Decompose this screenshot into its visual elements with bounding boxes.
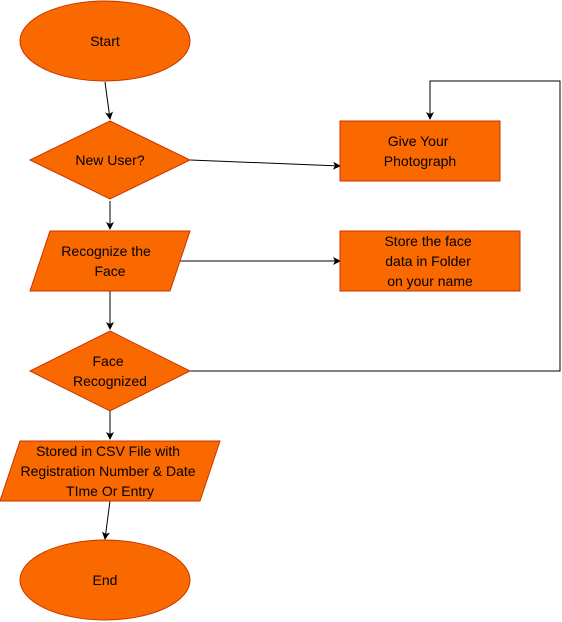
give-photograph-label-line-1: Give Your xyxy=(388,133,449,149)
node-recognize-face: Recognize the Face xyxy=(29,230,191,292)
node-start: Start xyxy=(19,0,191,82)
stored-csv-label-line-3: TIme Or Entry xyxy=(66,483,154,499)
node-give-photograph: Give Your Photograph xyxy=(339,120,501,182)
give-photograph-box xyxy=(339,120,501,182)
start-ellipse xyxy=(19,0,191,82)
store-face-data-box xyxy=(339,230,521,292)
node-end: End xyxy=(19,539,191,621)
svg-text:Recognize the Face: Recognize the Face xyxy=(61,243,154,279)
face-recognized-label-line-1: Face xyxy=(92,353,123,369)
new-user-label: New User? xyxy=(75,152,144,168)
store-face-data-label-line-1: Store the face xyxy=(384,233,471,249)
node-stored-csv: Stored in CSV File with Registration Num… xyxy=(0,440,221,502)
stored-csv-label-line-1: Stored in CSV File with xyxy=(36,443,180,459)
store-face-data-label-line-3: on your name xyxy=(387,273,473,289)
node-new-user: New User? xyxy=(28,120,192,200)
svg-text:Stored in CSV File with: Stored in CSV File with Registration Num… xyxy=(21,443,200,499)
face-recognized-label-line-2: Recognized xyxy=(73,373,147,389)
edges xyxy=(101,80,561,540)
face-recognized-diamond xyxy=(28,330,192,412)
edge-start-to-new-user xyxy=(104,81,114,120)
recognize-face-label-line-1: Recognize the xyxy=(61,243,151,259)
recognize-face-parallelogram xyxy=(29,230,191,292)
recognize-face-label-line-2: Face xyxy=(94,263,125,279)
svg-text:Give Your Photograph: Give Your Photograph xyxy=(384,133,456,169)
svg-text:Store the face data in F: Store the face data in Folder on your na… xyxy=(384,233,475,289)
svg-text:End: End xyxy=(93,572,118,588)
new-user-diamond xyxy=(28,120,192,200)
end-ellipse xyxy=(19,539,191,621)
node-store-face-data: Store the face data in Folder on your na… xyxy=(339,230,521,292)
end-label: End xyxy=(93,572,118,588)
start-label: Start xyxy=(90,33,120,49)
give-photograph-label-line-2: Photograph xyxy=(384,153,456,169)
edge-new-user-to-give-photo xyxy=(189,159,341,170)
svg-text:Face Recognized: Face Recognized xyxy=(73,353,147,389)
svg-text:New User?: New User? xyxy=(75,152,144,168)
stored-csv-parallelogram xyxy=(0,440,221,502)
svg-text:Start: Start xyxy=(90,33,120,49)
store-face-data-label-line-2: data in Folder xyxy=(385,253,471,269)
edge-csv-to-end xyxy=(101,500,111,540)
edge-face-recognized-loop-to-give-photo xyxy=(190,80,561,372)
node-face-recognized: Face Recognized xyxy=(28,330,192,412)
stored-csv-label-line-2: Registration Number & Date xyxy=(21,463,196,479)
